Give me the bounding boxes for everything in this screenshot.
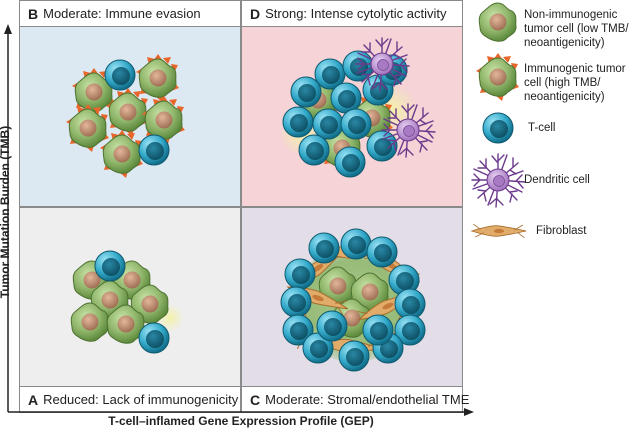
quadrant-c-stromal-tme: C Moderate: Stromal/endothelial TME — [241, 207, 469, 413]
legend-dendritic-label: Dendritic cell — [524, 174, 590, 186]
quadrant-c-label: C Moderate: Stromal/endothelial TME — [242, 386, 469, 412]
quadrant-d-label: D Strong: Intense cytolytic activity — [242, 1, 462, 27]
quadrant-c-text: Moderate: Stromal/endothelial TME — [265, 392, 470, 407]
quadrant-b-letter: B — [28, 5, 39, 22]
quadrant-a-letter: A — [28, 391, 39, 408]
quadrant-b-immune-evasion: B Moderate: Immune evasion — [19, 0, 241, 207]
quadrant-a-label: A Reduced: Lack of immunogenicity — [20, 386, 240, 412]
quadrant-a-text: Reduced: Lack of immunogenicity — [43, 392, 239, 407]
legend-text-line: neoantigenicity) — [524, 91, 605, 103]
y-axis-label: Tumor Mutation Burden (TMB) — [0, 125, 12, 299]
legend-text-line: Non-immunogenic — [524, 9, 618, 21]
legend-immunogenic-icon — [476, 53, 519, 101]
legend-non-immunogenic-label: Non-immunogenic tumor cell (low TMB/ neo… — [524, 8, 629, 50]
quadrant-d-letter: D — [250, 5, 261, 22]
legend-text-line: cell (high TMB/ — [524, 77, 601, 89]
legend-tcell-label: T-cell — [528, 122, 556, 134]
quadrant-b-label: B Moderate: Immune evasion — [20, 1, 240, 27]
x-axis-label: T-cell–inflamed Gene Expression Profile … — [108, 414, 374, 428]
legend-non-immunogenic-icon — [479, 3, 516, 41]
legend-tcell-icon — [482, 112, 514, 144]
quadrant-b-text: Moderate: Immune evasion — [43, 6, 201, 21]
legend-fibroblast-icon — [471, 223, 527, 239]
quadrant-c-letter: C — [250, 391, 261, 408]
legend-dendritic-icon — [471, 153, 526, 208]
legend-fibroblast-label: Fibroblast — [536, 225, 587, 237]
quadrant-a-lack-of-immunogenicity: A Reduced: Lack of immunogenicity — [19, 207, 241, 413]
legend-text-line: Immunogenic tumor — [524, 63, 626, 75]
legend-immunogenic-label: Immunogenic tumor cell (high TMB/ neoant… — [524, 62, 626, 104]
quadrant-d-text: Strong: Intense cytolytic activity — [265, 6, 447, 21]
quadrant-d-cytolytic-activity: D Strong: Intense cytolytic activity — [241, 0, 463, 207]
legend-text-line: tumor cell (low TMB/ — [524, 23, 629, 35]
legend-text-line: neoantigenicity) — [524, 37, 605, 49]
